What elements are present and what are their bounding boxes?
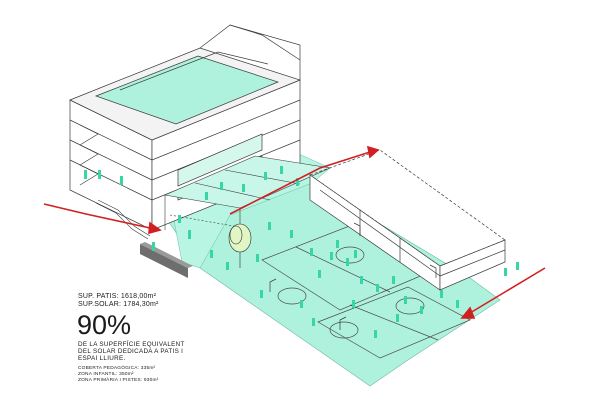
people-figures bbox=[84, 166, 519, 338]
yard-tree bbox=[228, 223, 252, 268]
percentage-description: DE LA SUPERFÍCIE EQUIVALENT DEL SOLAR DE… bbox=[78, 341, 238, 363]
zone-item: COBERTA PEDAGÒGICA: 335m² bbox=[78, 365, 156, 371]
main-building bbox=[69, 24, 302, 231]
court-lower-center-circle bbox=[329, 321, 359, 339]
percentage-value: 90% bbox=[77, 310, 132, 340]
surface-solar-label: SUP.SOLAR: 1784,30m² bbox=[78, 301, 159, 308]
surface-patis-label: SUP. PATIS: 1618,00m² bbox=[78, 293, 157, 300]
gymnasium-building bbox=[309, 149, 506, 291]
zone-list: COBERTA PEDAGÒGICA: 335m² ZONA INFANTIL:… bbox=[78, 366, 238, 384]
court-lower bbox=[317, 286, 471, 359]
description-line: DEL SOLAR DEDICADA A PATIS I bbox=[78, 348, 184, 356]
zone-item: ZONA INFANTIL: 350m² bbox=[78, 371, 134, 377]
court-upper-center-circle bbox=[277, 287, 307, 305]
arrow-left-access bbox=[43, 203, 151, 229]
area-caption: SUP. PATIS: 1618,00m² SUP.SOLAR: 1784,30… bbox=[77, 293, 238, 384]
basketball-hoops bbox=[269, 222, 437, 330]
access-arrows bbox=[43, 145, 546, 319]
roof-courtyard bbox=[94, 55, 280, 125]
description-line: ESPAI LLIURE. bbox=[78, 355, 126, 363]
arrow-upper-access bbox=[229, 151, 371, 215]
description-line: DE LA SUPERFÍCIE EQUIVALENT bbox=[78, 341, 185, 348]
zone-item: ZONA PRIMÀRIA I PISTES: 930m² bbox=[78, 377, 159, 383]
arrow-right-access bbox=[469, 267, 546, 314]
